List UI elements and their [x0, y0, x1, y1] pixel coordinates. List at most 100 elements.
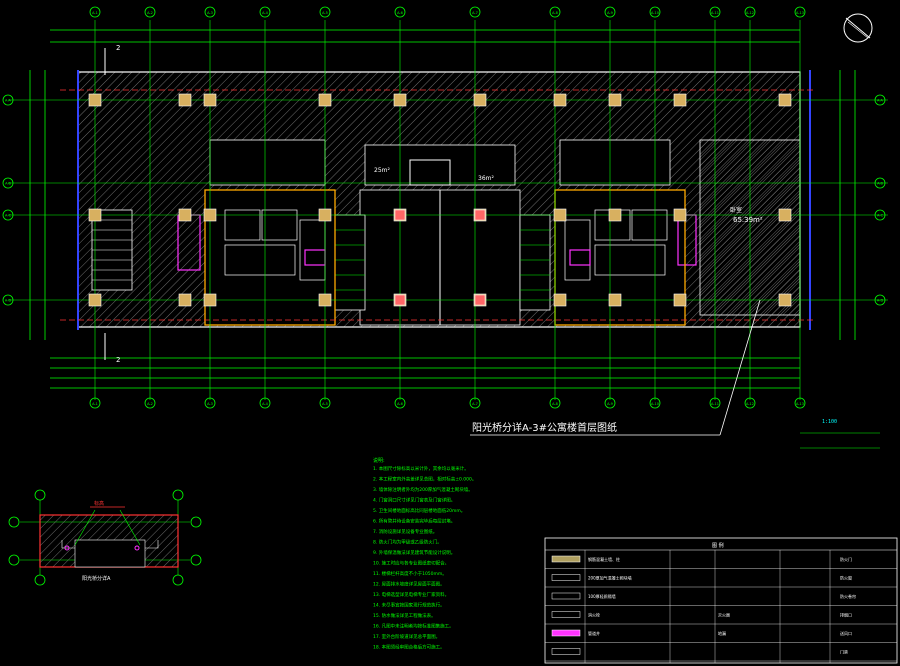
- legend-desc: 防火门: [840, 556, 852, 562]
- general-notes: 说明: 1. 本图尺寸除标高以米计外，其余均以毫米计。 2. 本工程室内外高差详见…: [373, 457, 476, 651]
- grid-bubble-label: A-1: [92, 11, 98, 15]
- legend-swatch: [551, 574, 581, 581]
- column: [88, 293, 102, 307]
- drawing-title: 阳光桥分详A-3#公寓楼首层图纸: [472, 421, 617, 434]
- room-area-left: 25m²: [374, 167, 390, 174]
- column: [553, 293, 567, 307]
- grid-bubble-label: A-D: [877, 299, 884, 303]
- grid-bubble-label: A-4: [262, 11, 269, 15]
- note-line: 13. 电梯选型详见电梯专业厂家资料。: [373, 591, 449, 598]
- grid-bubble-label: A-A: [877, 99, 884, 103]
- legend-desc: 管道井: [588, 630, 600, 636]
- legend-swatch: [551, 611, 581, 618]
- grid-bubble-label: A-B: [877, 182, 883, 186]
- grid-bubble-label: A-C: [877, 214, 884, 218]
- column: [203, 208, 217, 222]
- grid-bubble-label: A-9: [607, 402, 613, 406]
- grid-bubble-label: A-1: [92, 402, 98, 406]
- legend-desc: 钢筋混凝土墙、柱: [588, 556, 620, 562]
- section-mark-bottom: 2: [116, 356, 120, 364]
- column: [778, 208, 792, 222]
- legend-title: 图 例: [712, 542, 724, 549]
- grid-bubble: [709, 6, 721, 18]
- note-line: 1. 本图尺寸除标高以米计外，其余均以毫米计。: [373, 465, 469, 472]
- grid-bubble: [144, 6, 156, 18]
- legend-desc: 100厚轻质隔墙: [588, 593, 616, 599]
- column: [778, 93, 792, 107]
- grid-bubble: [794, 6, 806, 18]
- room-area-label: 65.39m²: [733, 216, 763, 224]
- detail-title: 阳光桥分详A: [82, 575, 111, 582]
- note-line: 10. 施工时应与各专业图纸密切配合。: [373, 560, 449, 567]
- grid-bubble-label: A-12: [746, 402, 754, 406]
- note-line: 9. 外墙保温做法详见建筑节能设计说明。: [373, 549, 455, 556]
- grid-bubble-label: A-B: [5, 182, 11, 186]
- column: [608, 293, 622, 307]
- grid-bubble-label: A-8: [552, 11, 558, 15]
- column: [778, 293, 792, 307]
- grid-bubble: [204, 6, 216, 18]
- note-line: 3. 墙体除注明者外均为200厚加气混凝土砌块墙。: [373, 486, 473, 493]
- note-line: 5. 卫生间楼地面标高比同层楼地面低20mm。: [373, 507, 465, 514]
- column: [203, 293, 217, 307]
- note-line: 12. 屋面排水坡度详见屋面平面图。: [373, 581, 445, 588]
- legend-swatch: [551, 555, 581, 563]
- grid-bubble-label: A-10: [651, 11, 659, 15]
- column: [394, 294, 406, 306]
- legend-swatch: [551, 629, 581, 637]
- grid-bubble-label: A-5: [322, 11, 328, 15]
- grid-bubble-label: A-4: [262, 402, 269, 406]
- column: [474, 294, 486, 306]
- grid-bubble: [89, 6, 101, 18]
- note-line: 14. 未尽事宜按国家现行规范执行。: [373, 602, 445, 609]
- legend-desc: 送风口: [840, 630, 852, 636]
- grid-bubble-label: A-7: [472, 402, 478, 406]
- grid-bubble-label: A-6: [397, 11, 403, 15]
- grid-axis-left: A-AA-BA-CA-D: [2, 94, 14, 306]
- grid-bubble-label: A-C: [5, 214, 12, 218]
- structural-columns: [88, 93, 792, 307]
- legend-desc: 200厚加气混凝土砌块墙: [588, 575, 632, 581]
- note-line: 16. 凡图中未注明者均按标准图集施工。: [373, 623, 454, 630]
- column: [393, 93, 407, 107]
- note-line: 4. 门窗洞口尺寸详见门窗表及门窗详图。: [373, 497, 455, 504]
- note-line: 8. 防火门均为甲级或乙级防火门。: [373, 539, 442, 546]
- svg-text:标高: 标高: [94, 500, 104, 507]
- grid-axis-right: A-A A-B A-C A-D: [874, 94, 886, 306]
- grid-bubble-label: A-8: [552, 402, 558, 406]
- grid-bubble: [469, 6, 481, 18]
- note-line: 15. 防水做法详见工程做法表。: [373, 612, 436, 619]
- column: [608, 208, 622, 222]
- legend-desc: 防火卷帘: [840, 593, 856, 599]
- column: [553, 208, 567, 222]
- grid-bubble-label: A-2: [147, 11, 153, 15]
- column: [88, 208, 102, 222]
- column: [178, 208, 192, 222]
- note-line: 18. 本图须经审图合格后方可施工。: [373, 644, 445, 651]
- legend-swatch: [551, 648, 581, 655]
- legend-desc: 地漏: [718, 630, 726, 636]
- column: [318, 208, 332, 222]
- legend-swatch: [551, 592, 581, 600]
- legend-desc: 排烟口: [840, 612, 852, 618]
- svg-text:卧室: 卧室: [730, 206, 742, 214]
- legend-desc: 防火窗: [840, 575, 852, 581]
- column: [474, 209, 486, 221]
- column: [178, 293, 192, 307]
- grid-bubble-label: A-12: [746, 11, 754, 15]
- note-line: 11. 楼梯栏杆高度不小于1050mm。: [373, 570, 447, 577]
- notes-heading: 说明:: [373, 457, 385, 464]
- column: [178, 93, 192, 107]
- note-line: 2. 本工程室内外高差详见总图，相对标高±0.000。: [373, 476, 476, 483]
- column: [673, 293, 687, 307]
- dimension-lines: [29, 29, 856, 389]
- grid-bubble-label: A-11: [711, 402, 719, 406]
- column: [608, 93, 622, 107]
- grid-bubble-label: A-11: [711, 11, 719, 15]
- grid-bubble-label: A-3: [207, 402, 213, 406]
- grid-bubble-label: A-7: [472, 11, 478, 15]
- drawing-title-block: 阳光桥分详A-3#公寓楼首层图纸 1:100: [470, 299, 880, 449]
- grid-bubble-label: A-A: [5, 99, 12, 103]
